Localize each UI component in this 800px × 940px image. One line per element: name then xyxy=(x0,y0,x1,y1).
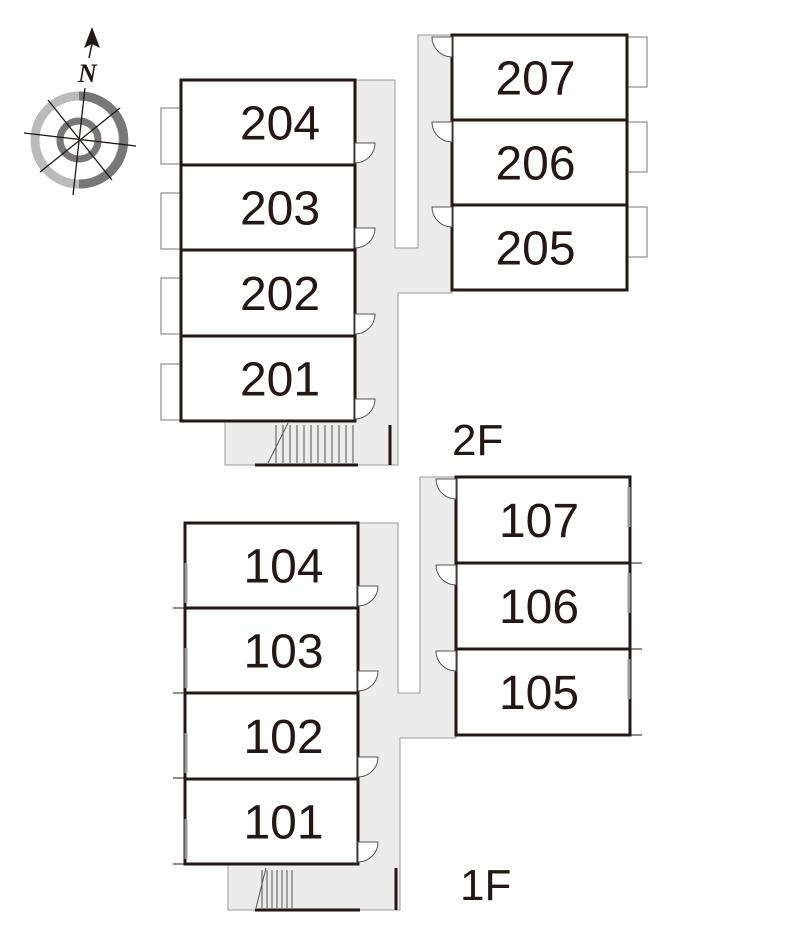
door-icon xyxy=(431,36,453,58)
door-icon xyxy=(357,841,379,863)
unit-room xyxy=(450,33,629,122)
balcony xyxy=(626,206,648,258)
unit-room xyxy=(454,561,632,651)
door-icon xyxy=(354,142,376,164)
floor1-label: 1F xyxy=(460,861,511,910)
floor2-label: 2F xyxy=(452,416,503,465)
balcony xyxy=(626,121,648,173)
balcony xyxy=(160,277,182,335)
unit-room xyxy=(183,521,360,610)
unit-number: 102 xyxy=(243,711,323,764)
unit-201[interactable]: 201 xyxy=(160,334,376,423)
door-icon xyxy=(354,227,376,249)
unit-number: 105 xyxy=(499,667,579,720)
door-icon xyxy=(354,313,376,335)
unit-room xyxy=(183,777,360,866)
balcony xyxy=(160,107,182,165)
unit-204[interactable]: 204 xyxy=(160,78,376,167)
compass-icon: N xyxy=(23,27,137,196)
unit-room xyxy=(450,203,629,292)
unit-number: 206 xyxy=(495,138,575,191)
door-icon xyxy=(435,478,457,500)
unit-room xyxy=(454,475,632,565)
floor1-stairs xyxy=(255,867,293,909)
unit-number: 101 xyxy=(243,797,323,850)
door-icon xyxy=(435,564,457,586)
unit-number: 205 xyxy=(495,223,575,276)
unit-room xyxy=(183,691,360,781)
unit-104[interactable]: 104 xyxy=(173,521,379,610)
balcony xyxy=(160,192,182,250)
unit-107[interactable]: 107 xyxy=(435,475,642,565)
unit-number: 106 xyxy=(499,581,579,634)
unit-203[interactable]: 203 xyxy=(160,163,376,252)
unit-207[interactable]: 207 xyxy=(431,33,648,122)
unit-103[interactable]: 103 xyxy=(173,606,379,695)
unit-room xyxy=(179,163,357,252)
unit-room xyxy=(450,118,629,207)
unit-205[interactable]: 205 xyxy=(431,203,648,292)
unit-number: 202 xyxy=(240,268,320,321)
north-label: N xyxy=(77,59,98,88)
unit-number: 203 xyxy=(240,183,320,236)
unit-106[interactable]: 106 xyxy=(435,561,642,651)
unit-number: 103 xyxy=(243,626,323,679)
door-icon xyxy=(357,756,379,778)
balcony xyxy=(160,363,182,421)
unit-102[interactable]: 102 xyxy=(173,691,379,781)
unit-room xyxy=(179,334,357,423)
unit-105[interactable]: 105 xyxy=(435,647,642,737)
unit-number: 204 xyxy=(240,98,320,151)
door-icon xyxy=(354,398,376,420)
door-icon xyxy=(431,206,453,228)
unit-number: 107 xyxy=(499,495,579,548)
balcony xyxy=(626,36,648,88)
door-icon xyxy=(435,650,457,672)
unit-room xyxy=(179,248,357,338)
unit-number: 207 xyxy=(495,53,575,106)
unit-206[interactable]: 206 xyxy=(431,118,648,207)
unit-room xyxy=(179,78,357,167)
floor2-stairs xyxy=(267,422,354,464)
door-icon xyxy=(357,585,379,607)
unit-202[interactable]: 202 xyxy=(160,248,376,338)
unit-101[interactable]: 101 xyxy=(173,777,379,866)
unit-number: 104 xyxy=(243,541,323,594)
door-icon xyxy=(431,121,453,143)
door-icon xyxy=(357,670,379,692)
unit-number: 201 xyxy=(240,354,320,407)
